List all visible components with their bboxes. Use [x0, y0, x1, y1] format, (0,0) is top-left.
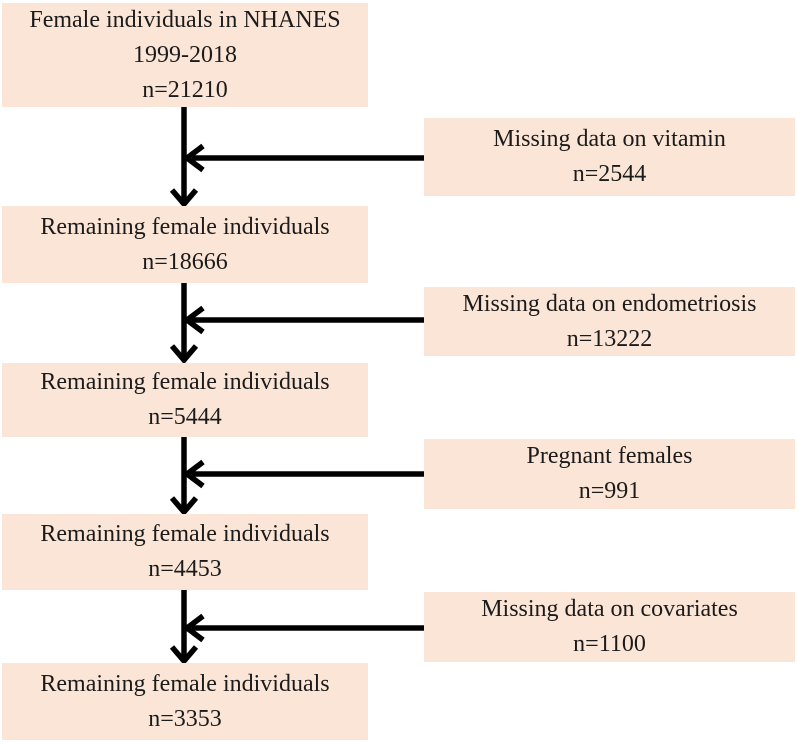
- exclusion-arrow: [182, 305, 424, 335]
- box-text-line: Remaining female individuals: [40, 670, 330, 697]
- box-count-line: n=5444: [148, 404, 222, 430]
- arrow-head: [182, 613, 205, 643]
- exclusion-arrow: [182, 613, 424, 643]
- arrow-head: [169, 188, 199, 209]
- flow-box-after-pregnancy: Remaining female individuals n=4453: [2, 514, 368, 590]
- flow-box-after-endometriosis: Remaining female individuals n=5444: [2, 363, 368, 437]
- exclusion-box-pregnant-females: Pregnant females n=991: [424, 439, 795, 509]
- flow-box-initial: Female individuals in NHANES 1999-2018 n…: [2, 3, 368, 107]
- arrow-head: [169, 496, 199, 517]
- down-arrow: [169, 590, 199, 666]
- box-text-line: Pregnant females: [526, 443, 693, 469]
- arrow-head: [182, 305, 205, 335]
- flow-box-after-vitamin: Remaining female individuals n=18666: [2, 206, 368, 283]
- box-text-line: Female individuals in NHANES: [29, 6, 341, 33]
- box-text-line: Remaining female individuals: [40, 521, 330, 547]
- box-text-line: 1999-2018: [133, 41, 237, 68]
- box-count-line: n=4453: [148, 556, 222, 582]
- box-text-line: Missing data on endometriosis: [462, 290, 757, 317]
- exclusion-box-missing-vitamin: Missing data on vitamin n=2544: [424, 118, 795, 196]
- box-text-line: Remaining female individuals: [40, 369, 330, 395]
- box-count-line: n=18666: [142, 248, 228, 275]
- flow-box-final: Remaining female individuals n=3353: [2, 663, 368, 740]
- exclusion-arrow: [182, 459, 424, 489]
- arrow-head: [182, 459, 205, 489]
- box-count-line: n=3353: [148, 705, 222, 732]
- box-count-line: n=1100: [573, 631, 646, 657]
- box-text-line: Missing data on vitamin: [493, 126, 726, 152]
- box-count-line: n=21210: [142, 76, 228, 103]
- exclusion-box-missing-covariates: Missing data on covariates n=1100: [424, 592, 795, 662]
- arrow-head: [169, 645, 199, 666]
- box-text-line: Missing data on covariates: [481, 596, 738, 622]
- box-text-line: Remaining female individuals: [40, 213, 330, 240]
- down-arrow: [169, 107, 199, 209]
- arrow-head: [182, 143, 205, 173]
- arrow-head: [169, 344, 199, 365]
- box-count-line: n=991: [578, 478, 641, 504]
- box-count-line: n=13222: [566, 325, 653, 352]
- exclusion-box-missing-endometriosis: Missing data on endometriosis n=13222: [424, 287, 795, 356]
- box-count-line: n=2544: [572, 161, 647, 187]
- exclusion-arrow: [182, 143, 424, 173]
